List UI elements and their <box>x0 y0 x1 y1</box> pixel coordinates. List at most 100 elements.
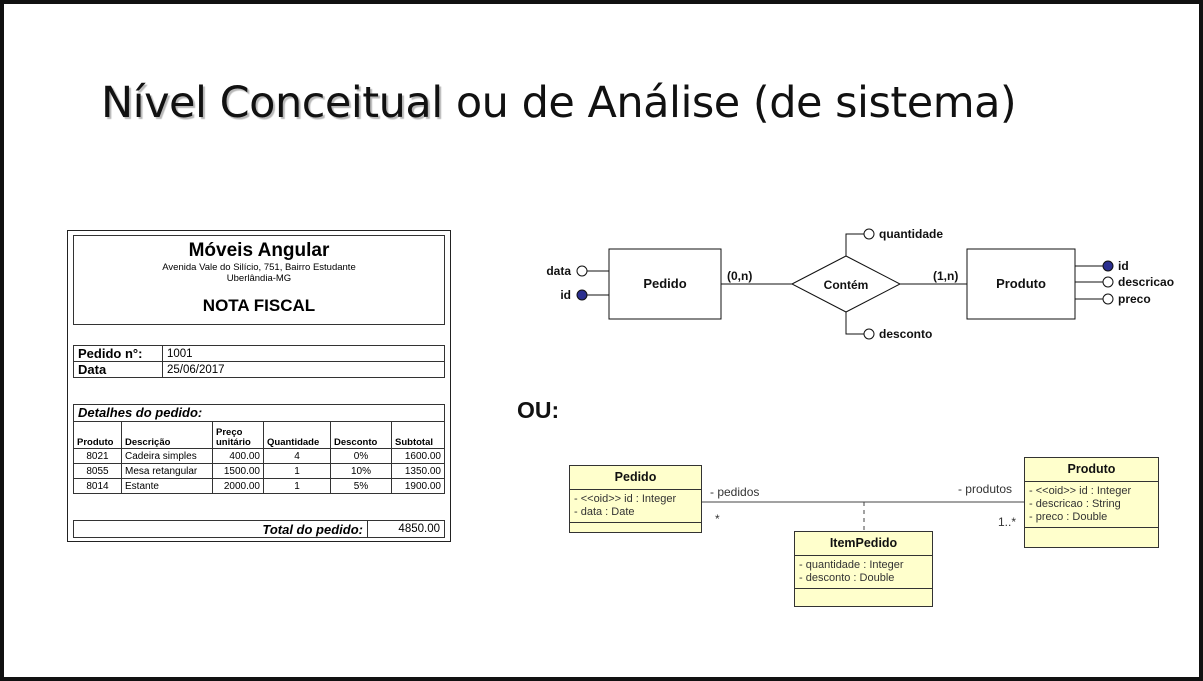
er-cardinality-right: (1,n) <box>933 269 958 283</box>
uml-attribute: - desconto : Double <box>799 572 895 584</box>
er-attr-descricao: descricao <box>1118 275 1174 289</box>
er-entity-produto-label: Produto <box>996 276 1046 291</box>
slide-title: Nível Conceitual ou de Análise (de siste… <box>101 78 1017 128</box>
er-entity-pedido <box>608 248 722 320</box>
er-entity-pedido-label: Pedido <box>643 276 686 291</box>
cell-descricao: Estante <box>121 478 213 494</box>
column-header: Descrição <box>121 421 213 449</box>
order-date-value: 25/06/2017 <box>162 361 445 378</box>
cell-produto: 8021 <box>73 448 122 464</box>
uml-class-name: ItemPedido <box>795 532 932 556</box>
title-bold-part: Nível Conceitual <box>101 78 443 128</box>
uml-class-pedido: Pedido - <<oid>> id : Integer - data : D… <box>569 465 702 533</box>
table-row: 8014 Estante 2000.00 1 5% 1900.00 <box>73 478 445 494</box>
er-cardinality-left: (0,n) <box>727 269 752 283</box>
order-date-label: Data <box>73 361 163 378</box>
uml-class-attributes: - quantidade : Integer - desconto : Doub… <box>795 556 932 589</box>
order-number-value: 1001 <box>162 345 445 362</box>
er-attr-id-marker <box>1102 260 1114 272</box>
cell-quantidade: 1 <box>263 463 331 479</box>
uml-attribute: - preco : Double <box>1029 511 1108 523</box>
cell-preco: 400.00 <box>212 448 264 464</box>
uml-multiplicity-right: 1..* <box>998 515 1016 529</box>
er-attr-data: data <box>546 264 571 278</box>
invoice-city: Uberlândia-MG <box>226 273 292 284</box>
uml-class-produto: Produto - <<oid>> id : Integer - descric… <box>1024 457 1159 548</box>
uml-class-operations <box>795 589 932 595</box>
invoice-details-title: Detalhes do pedido: <box>73 404 445 421</box>
uml-role-right: - produtos <box>958 482 1012 496</box>
cell-quantidade: 1 <box>263 478 331 494</box>
er-attr-desconto: desconto <box>879 327 932 341</box>
cell-produto: 8055 <box>73 463 122 479</box>
er-attr-quantidade: quantidade <box>879 227 943 241</box>
er-attr-line <box>845 233 864 256</box>
column-header: Desconto <box>330 421 392 449</box>
cell-descricao: Mesa retangular <box>121 463 213 479</box>
uml-attribute: - data : Date <box>574 506 635 518</box>
column-header: Produto <box>73 421 122 449</box>
er-attr-id-marker <box>576 289 588 301</box>
er-attr-quantidade-marker <box>863 228 875 240</box>
er-attr-line <box>845 312 864 335</box>
column-header: Preço unitário <box>212 421 264 449</box>
title-rest: ou de Análise (de sistema) <box>442 78 1017 128</box>
order-number-label: Pedido n°: <box>73 345 163 362</box>
ou-label: OU: <box>517 397 560 423</box>
er-attr-descricao-marker <box>1102 276 1114 288</box>
er-relationship-contem <box>790 255 902 313</box>
er-diagram: Pedido Produto Contém (0,n) (1,n) data i… <box>546 227 1174 341</box>
cell-desconto: 0% <box>330 448 392 464</box>
cell-desconto: 10% <box>330 463 392 479</box>
table-row: 8055 Mesa retangular 1500.00 1 10% 1350.… <box>73 463 445 479</box>
invoice-total: Total do pedido: 4850.00 <box>73 520 445 538</box>
uml-multiplicity-left: * <box>715 512 720 526</box>
uml-attribute: - <<oid>> id : Integer <box>574 493 677 505</box>
table-row: 8021 Cadeira simples 400.00 4 0% 1600.00 <box>73 448 445 464</box>
cell-preco: 1500.00 <box>212 463 264 479</box>
uml-class-operations <box>570 523 701 529</box>
cell-descricao: Cadeira simples <box>121 448 213 464</box>
total-value: 4850.00 <box>367 520 445 538</box>
cell-preco: 2000.00 <box>212 478 264 494</box>
uml-role-left: - pedidos <box>710 485 759 499</box>
invoice-items-table: Produto Descrição Preço unitário Quantid… <box>73 421 445 494</box>
cell-subtotal: 1350.00 <box>391 463 445 479</box>
uml-class-name: Pedido <box>570 466 701 490</box>
uml-class-name: Produto <box>1025 458 1158 482</box>
cell-subtotal: 1600.00 <box>391 448 445 464</box>
uml-attribute: - quantidade : Integer <box>799 559 904 571</box>
uml-class-operations <box>1025 528 1158 534</box>
er-attr-desconto-marker <box>863 328 875 340</box>
items-header-row: Produto Descrição Preço unitário Quantid… <box>73 421 445 449</box>
cell-desconto: 5% <box>330 478 392 494</box>
cell-produto: 8014 <box>73 478 122 494</box>
uml-class-itempedido: ItemPedido - quantidade : Integer - desc… <box>794 531 933 607</box>
er-attr-preco: preco <box>1118 292 1151 306</box>
invoice-header: Móveis Angular Avenida Vale do Silício, … <box>73 235 445 325</box>
invoice: Móveis Angular Avenida Vale do Silício, … <box>67 230 451 542</box>
uml-attribute: - descricao : String <box>1029 498 1121 510</box>
uml-class-attributes: - <<oid>> id : Integer - data : Date <box>570 490 701 523</box>
er-attr-id: id <box>560 288 571 302</box>
invoice-company: Móveis Angular <box>188 240 330 261</box>
total-row: Total do pedido: 4850.00 <box>73 520 445 538</box>
uml-association-lines: - pedidos - produtos * 1..* <box>702 482 1024 531</box>
er-entity-produto <box>966 248 1076 320</box>
invoice-order-info: Pedido n°: 1001 Data 25/06/2017 <box>73 345 445 378</box>
invoice-doc-title: NOTA FISCAL <box>202 296 316 315</box>
column-header: Quantidade <box>263 421 331 449</box>
column-header: Subtotal <box>391 421 445 449</box>
total-label: Total do pedido: <box>73 520 368 538</box>
er-attr-produto-id: id <box>1118 259 1129 273</box>
uml-attribute: - <<oid>> id : Integer <box>1029 485 1132 497</box>
order-number-row: Pedido n°: 1001 <box>73 345 445 362</box>
cell-subtotal: 1900.00 <box>391 478 445 494</box>
order-date-row: Data 25/06/2017 <box>73 361 445 378</box>
er-attr-data-marker <box>576 265 588 277</box>
cell-quantidade: 4 <box>263 448 331 464</box>
er-attr-preco-marker <box>1102 293 1114 305</box>
invoice-address: Avenida Vale do Silício, 751, Bairro Est… <box>162 262 356 273</box>
er-relationship-label: Contém <box>824 278 869 292</box>
